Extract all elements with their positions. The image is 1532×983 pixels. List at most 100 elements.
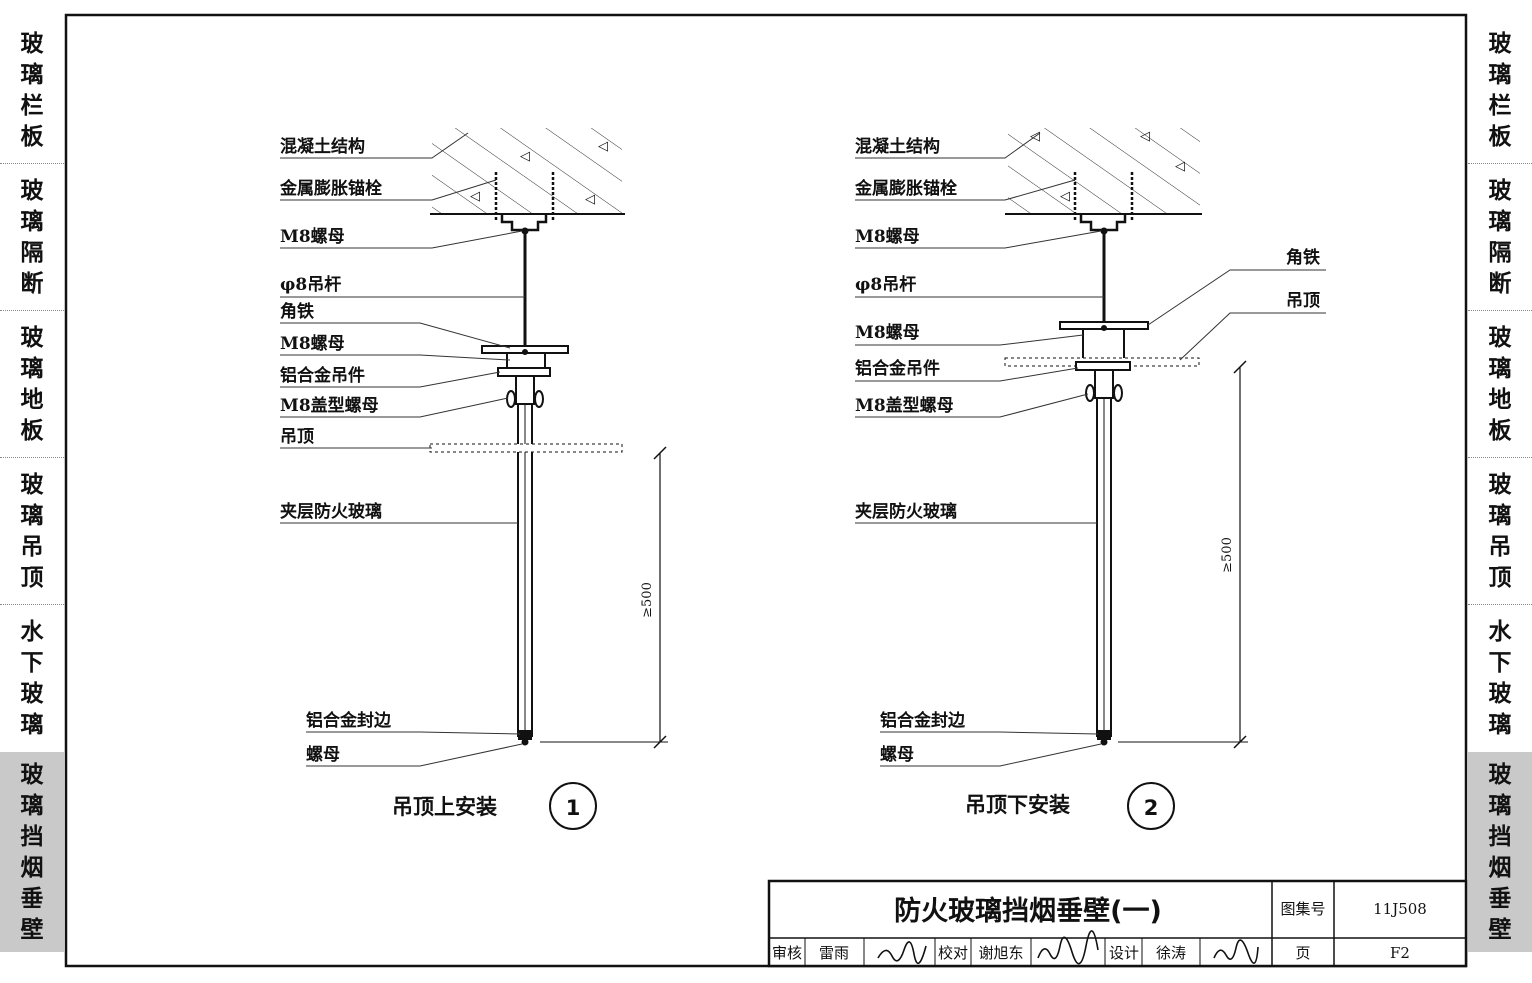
tab-char: 玻 [20, 177, 44, 204]
tab-char: 垂 [20, 885, 44, 912]
label-edge: 铝合金封边 [880, 710, 966, 731]
tab-char: 断 [20, 270, 44, 297]
tab-char: 吊 [20, 533, 44, 560]
tab-char: 吊 [1488, 533, 1512, 560]
cap-nut [1085, 384, 1095, 402]
tab-char: 璃 [20, 711, 44, 738]
label-glass: 夹层防火玻璃 [280, 501, 382, 522]
tab-char: 水 [1488, 618, 1512, 645]
mid-nut [522, 349, 528, 355]
label-nut-bottom: 螺母 [306, 745, 340, 765]
side-tab-glass-floor[interactable]: 玻璃地板 [0, 312, 64, 456]
tab-char: 下 [1488, 649, 1512, 676]
tab-char: 玻 [1488, 761, 1512, 788]
tab-char: 隔 [20, 239, 44, 266]
aggregate-mark: ◁ [1060, 189, 1070, 204]
tab-char: 栏 [1488, 92, 1512, 119]
label-nut-bottom: 螺母 [880, 745, 914, 765]
side-tab-underwater-glass-right[interactable]: 水下玻璃 [1468, 606, 1532, 750]
tab-char: 璃 [20, 355, 44, 382]
tab-char: 璃 [1488, 355, 1512, 382]
label-hanger: 铝合金吊件 [280, 365, 365, 386]
aggregate-mark: ◁ [598, 139, 608, 154]
detail-1: ◁ ◁ ◁ ◁ ≥500 [279, 128, 668, 830]
label-anchor: 金属膨胀锚栓 [854, 178, 957, 199]
label-rod: φ8吊杆 [855, 275, 916, 295]
tab-char: 水 [20, 618, 44, 645]
side-tab-glass-ceiling[interactable]: 玻璃吊顶 [0, 459, 64, 603]
label-angle: 角铁 [1286, 247, 1320, 268]
label-edge: 铝合金封边 [306, 710, 392, 731]
label-concrete: 混凝土结构 [280, 136, 365, 157]
tab-char: 壁 [1488, 916, 1512, 943]
label-cap-nut: M8盖型螺母 [280, 395, 379, 416]
aggregate-mark: ◁ [1140, 129, 1150, 144]
concrete-slab-2 [1008, 128, 1200, 214]
side-tab-glass-partition-right[interactable]: 玻璃隔断 [1468, 165, 1532, 309]
detail-2-caption: 吊顶下安装 [965, 793, 1070, 817]
aggregate-mark: ◁ [520, 149, 530, 164]
tab-divider [1468, 310, 1532, 311]
tab-char: 烟 [1488, 854, 1512, 881]
page-number: F2 [1390, 944, 1410, 962]
label-ceiling: 吊顶 [280, 427, 314, 447]
top-nut [521, 227, 529, 235]
tab-char: 挡 [1488, 823, 1512, 850]
edge-trim [1097, 730, 1111, 740]
side-tab-smoke-barrier-right[interactable]: 玻璃挡烟垂壁 [1468, 752, 1532, 952]
aluminium-hanger [1075, 361, 1131, 371]
label-nut-top: M8螺母 [280, 227, 345, 247]
label-nut-mid: M8螺母 [855, 323, 920, 343]
drawing-title: 防火玻璃挡烟垂壁(一) [894, 896, 1162, 927]
side-tab-glass-railing[interactable]: 玻璃栏板 [0, 18, 64, 162]
tab-char: 璃 [20, 502, 44, 529]
tab-char: 顶 [1488, 564, 1512, 591]
side-tab-glass-railing-right[interactable]: 玻璃栏板 [1468, 18, 1532, 162]
top-bracket [1079, 214, 1127, 232]
label-ceiling: 吊顶 [1286, 291, 1320, 311]
designer-name: 徐涛 [1156, 944, 1186, 962]
side-tab-smoke-barrier[interactable]: 玻璃挡烟垂壁 [0, 752, 64, 952]
tab-char: 挡 [20, 823, 44, 850]
tab-char: 璃 [1488, 792, 1512, 819]
review-label: 审核 [772, 944, 802, 962]
reviewer-name: 雷雨 [819, 944, 849, 962]
tab-char: 玻 [20, 761, 44, 788]
checker-signature [1037, 930, 1099, 965]
aggregate-mark: ◁ [470, 189, 480, 204]
tab-char: 玻 [1488, 471, 1512, 498]
tab-char: 栏 [20, 92, 44, 119]
aggregate-mark: ◁ [1175, 159, 1185, 174]
label-hanger: 铝合金吊件 [855, 358, 940, 379]
side-tab-glass-floor-right[interactable]: 玻璃地板 [1468, 312, 1532, 456]
mid-nut [1101, 325, 1107, 331]
side-tab-underwater-glass[interactable]: 水下玻璃 [0, 606, 64, 750]
side-tab-glass-partition[interactable]: 玻璃隔断 [0, 165, 64, 309]
detail-1-marker [549, 782, 597, 830]
title-block: 防火玻璃挡烟垂壁(一) 图集号 11J508 审核 雷雨 校对 谢旭东 设计 徐… [767, 879, 1468, 968]
tab-char: 板 [1488, 417, 1512, 444]
tab-divider [1468, 163, 1532, 164]
tab-char: 板 [20, 123, 44, 150]
label-nut-mid: M8螺母 [280, 334, 345, 354]
tab-char: 玻 [20, 30, 44, 57]
atlas-label: 图集号 [1280, 900, 1325, 918]
label-anchor: 金属膨胀锚栓 [279, 178, 382, 199]
edge-trim [518, 730, 532, 740]
tab-char: 烟 [20, 854, 44, 881]
tab-char: 玻 [1488, 30, 1512, 57]
check-label: 校对 [938, 944, 968, 962]
ceiling-board [429, 443, 623, 453]
bottom-nut [1100, 738, 1108, 746]
tab-char: 垂 [1488, 885, 1512, 912]
label-angle: 角铁 [280, 301, 314, 322]
tab-char: 玻 [20, 324, 44, 351]
tab-char: 地 [20, 386, 44, 413]
label-glass: 夹层防火玻璃 [855, 501, 957, 522]
tab-char: 璃 [1488, 502, 1512, 529]
label-rod: φ8吊杆 [280, 275, 341, 295]
design-label: 设计 [1109, 944, 1139, 962]
side-tab-glass-ceiling-right[interactable]: 玻璃吊顶 [1468, 459, 1532, 603]
tab-divider [0, 163, 64, 164]
